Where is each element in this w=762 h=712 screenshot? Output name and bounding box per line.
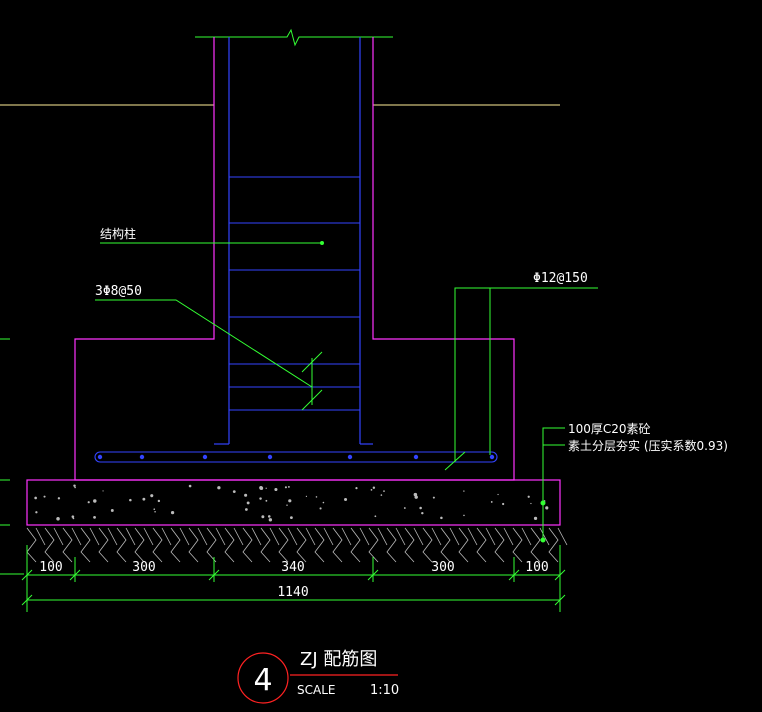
dimension-texts: 100 300 340 300 100 1140	[39, 560, 548, 600]
leader-lines	[95, 241, 598, 543]
label-column: 结构柱	[100, 226, 136, 241]
label-soil-layer: 素土分层夯实 (压实系数0.93)	[568, 438, 728, 453]
compacted-soil-hatch	[26, 527, 568, 563]
dim-total: 1140	[277, 585, 308, 600]
break-line-symbol	[195, 28, 393, 47]
dim-segment-5: 100	[525, 560, 548, 575]
left-edge-ticks	[0, 338, 24, 575]
label-stirrup: 3Φ8@50	[95, 284, 142, 299]
dim-segment-2: 300	[132, 560, 155, 575]
concrete-bed-layer	[26, 479, 561, 526]
title-name: ZJ 配筋图	[300, 649, 377, 670]
dim-segment-4: 300	[431, 560, 454, 575]
label-concrete-layer: 100厚C20素砼	[568, 422, 651, 436]
bottom-rebar-dots	[97, 454, 495, 460]
dim-segment-3: 340	[281, 560, 304, 575]
dimension-lines	[21, 545, 566, 612]
title-scale-label: SCALE	[297, 683, 335, 697]
title-circle	[237, 652, 289, 704]
footing-outline	[74, 37, 515, 481]
column-rebar	[214, 37, 373, 445]
title-scale-value: 1:10	[370, 683, 399, 698]
dim-segment-1: 100	[39, 560, 62, 575]
concrete-aggregate-dots	[34, 484, 549, 522]
column-stirrups	[229, 176, 360, 411]
title-number: 4	[253, 663, 272, 698]
bottom-rebar	[94, 451, 498, 463]
label-rebar: Φ12@150	[533, 271, 588, 286]
